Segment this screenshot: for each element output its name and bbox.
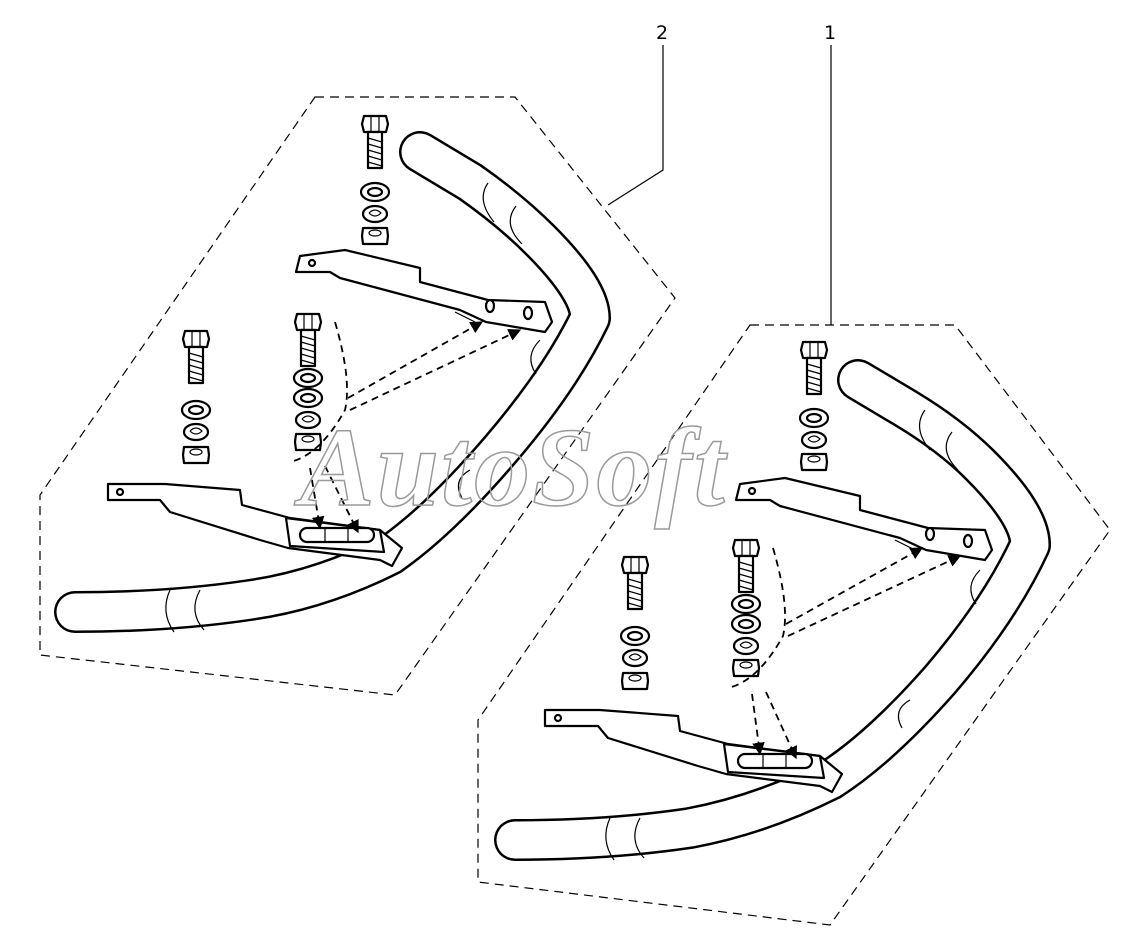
fastener-stack-2-left (180, 329, 212, 465)
callout-label-2: 2 (656, 22, 668, 44)
bolt-icon (181, 329, 211, 385)
nut-icon (181, 445, 211, 465)
fastener-stack-1-left (619, 555, 651, 691)
assembly-arrows-1 (727, 547, 962, 760)
assembly-1-dashed-outline (477, 324, 1111, 926)
watermark-text: AutoSoft (294, 406, 728, 530)
flat-washer-icon (359, 181, 391, 203)
spring-washer-icon (182, 422, 210, 442)
spring-washer-icon (732, 636, 760, 656)
callout-label-1: 1 (824, 22, 836, 44)
spring-washer-icon (361, 204, 389, 224)
assembly-arrows-2 (289, 321, 522, 534)
fastener-stack-1-middle (730, 538, 762, 678)
assembly-2 (39, 96, 676, 696)
bolt-icon (799, 340, 829, 396)
lower-bracket-2 (106, 482, 404, 568)
assembly-1 (477, 324, 1111, 926)
flat-washer-icon (619, 625, 651, 647)
bolt-icon (620, 555, 650, 611)
bolt-icon (293, 312, 323, 368)
guard-tube-2 (54, 131, 611, 633)
fastener-stack-1-top (798, 340, 830, 472)
lower-bracket-1 (543, 708, 844, 794)
assembly-2-dashed-outline (39, 96, 676, 696)
flat-washer-icon (292, 367, 324, 389)
bolt-icon (360, 114, 390, 170)
upper-bracket-1 (734, 476, 994, 562)
flat-washer-icon (730, 613, 762, 635)
flat-washer-icon (180, 399, 212, 421)
nut-icon (360, 226, 390, 246)
nut-icon (799, 452, 829, 472)
guard-tube-1 (494, 359, 1051, 861)
flat-washer-icon (798, 407, 830, 429)
bolt-icon (731, 538, 761, 594)
flat-washer-icon (730, 593, 762, 615)
spring-washer-icon (621, 648, 649, 668)
spring-washer-icon (800, 430, 828, 450)
nut-icon (620, 671, 650, 691)
upper-bracket-2 (294, 248, 554, 334)
flat-washer-icon (292, 387, 324, 409)
leader-line-2 (607, 45, 664, 206)
fastener-stack-2-top (359, 114, 391, 246)
